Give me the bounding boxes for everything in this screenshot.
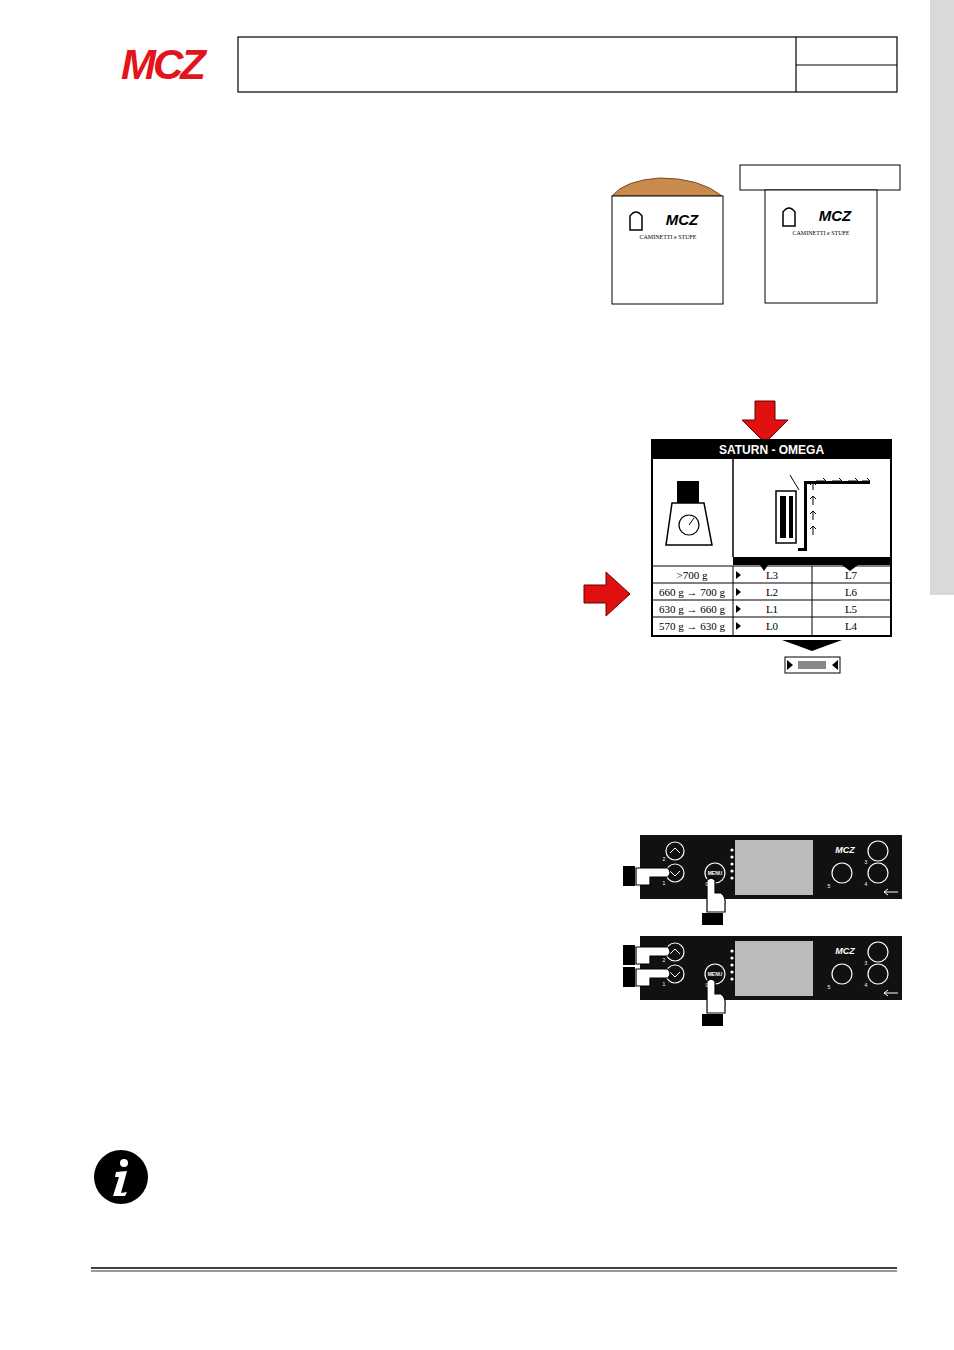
table-cell: L1 [766, 604, 778, 615]
footer-rule [91, 1267, 897, 1269]
side-tab [930, 0, 954, 595]
bag-logo-subtitle: CAMINETTI e STUFE [640, 234, 697, 240]
bag-logo: MCZ [819, 208, 852, 223]
table-cell: L2 [766, 587, 778, 598]
button-number: 2 [663, 958, 666, 963]
brand-logo: MCZ [121, 44, 203, 86]
button-number: 0 [706, 882, 709, 887]
button-number: 3 [865, 860, 868, 865]
footer-rule [91, 1271, 897, 1272]
table-cell: >700 g [677, 570, 708, 581]
table-cell: 630 g → 660 g [659, 604, 725, 615]
control-panel [640, 835, 902, 925]
table-cell: 660 g → 700 g [659, 587, 725, 598]
table-title: SATURN - OMEGA [719, 443, 824, 457]
button-number: 4 [865, 983, 868, 988]
pellet-bag-full [612, 178, 723, 304]
control-panels [623, 835, 902, 1026]
pressing-finger [623, 866, 670, 886]
info-icon [94, 1150, 148, 1204]
table-cell: L5 [845, 604, 857, 615]
weight-table [652, 440, 891, 673]
table-cell: 570 g → 630 g [659, 621, 725, 632]
button-number: 5 [828, 884, 831, 889]
button-label: MENU [708, 871, 723, 876]
button-label: MENU [708, 972, 723, 977]
bag-logo: MCZ [666, 212, 699, 227]
table-cell: L0 [766, 621, 778, 632]
panel-logo: MCZ [835, 947, 855, 956]
button-number: 1 [663, 881, 666, 886]
button-number: 5 [828, 985, 831, 990]
button-number: 3 [865, 961, 868, 966]
pressing-finger [623, 945, 670, 965]
button-number: 0 [706, 983, 709, 988]
panel-logo: MCZ [835, 846, 855, 855]
header-frame [238, 37, 897, 92]
button-number: 1 [663, 982, 666, 987]
table-cell: L7 [845, 570, 857, 581]
table-cell: L6 [845, 587, 857, 598]
button-number: 2 [663, 857, 666, 862]
control-panel [640, 936, 902, 1026]
table-header-band: SATURN - OMEGA [652, 441, 891, 459]
button-number: 4 [865, 882, 868, 887]
table-cell: L3 [766, 570, 778, 581]
bag-logo-subtitle: CAMINETTI e STUFE [793, 230, 850, 236]
pellet-bag-half [740, 165, 900, 303]
pressing-finger [623, 967, 670, 987]
table-cell: L4 [845, 621, 857, 632]
